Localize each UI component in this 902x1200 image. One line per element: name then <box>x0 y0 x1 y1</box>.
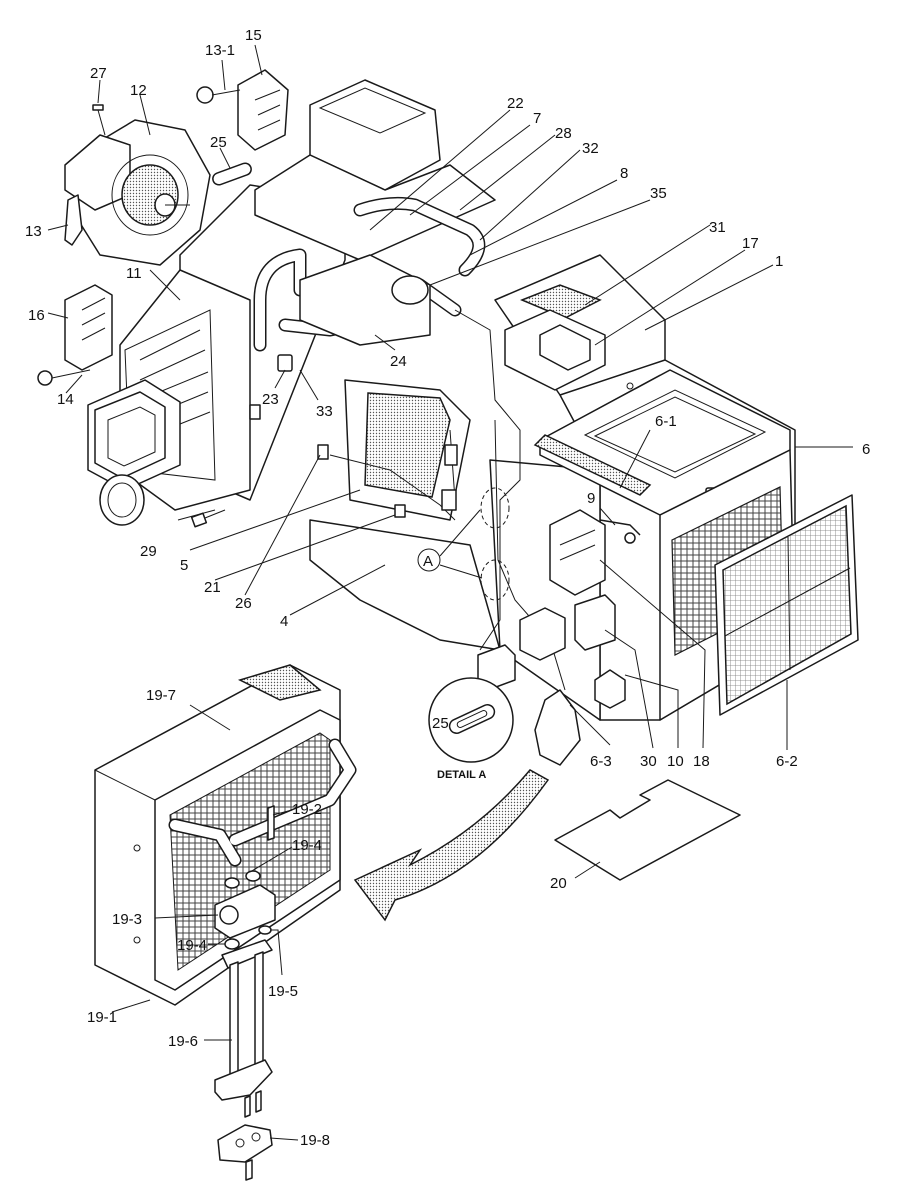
cabin-filter-6-2 <box>714 494 859 716</box>
label-35: 35 <box>650 185 667 202</box>
clip-26 <box>317 444 329 460</box>
part-labels: 27 12 13-1 15 25 13 11 16 14 22 7 28 32 … <box>25 27 870 1149</box>
label-9: 9 <box>587 490 595 507</box>
label-15: 15 <box>245 27 262 44</box>
label-13-1: 13-1 <box>205 42 235 59</box>
label-12: 12 <box>130 82 147 99</box>
actuator-15 <box>237 69 289 151</box>
bracket-13 <box>64 194 83 246</box>
label-8: 8 <box>620 165 628 182</box>
label-13: 13 <box>25 223 42 240</box>
label-19-4-bottom: 19-4 <box>177 937 207 954</box>
label-32: 32 <box>582 140 599 157</box>
label-19-8: 19-8 <box>300 1132 330 1149</box>
leader-lines <box>47 44 853 1141</box>
pipe-19-6 <box>214 939 273 1118</box>
expansion-valve-19-3 <box>214 884 276 939</box>
round-outlet <box>99 474 145 526</box>
connector-harness-b <box>441 489 457 511</box>
connector-23 <box>277 354 293 372</box>
label-19-1: 19-1 <box>87 1009 117 1026</box>
flow-arrow <box>353 769 550 922</box>
connector-10 <box>594 669 626 709</box>
label-1: 1 <box>775 253 783 270</box>
label-19-2: 19-2 <box>292 801 322 818</box>
label-23: 23 <box>262 391 279 408</box>
label-22: 22 <box>507 95 524 112</box>
valve-box-24 <box>299 254 431 346</box>
label-19-6: 19-6 <box>168 1033 198 1050</box>
label-17: 17 <box>742 235 759 252</box>
label-25: 25 <box>210 134 227 151</box>
plug-19-8 <box>217 1124 273 1181</box>
label-10: 10 <box>667 753 684 770</box>
sensor-19-2 <box>267 805 275 841</box>
label-24: 24 <box>390 353 407 370</box>
actuator-16 <box>64 284 113 371</box>
linkage-14 <box>37 369 91 386</box>
connector-30 <box>574 594 616 651</box>
air-inlet-duct <box>87 379 181 491</box>
label-14: 14 <box>57 391 74 408</box>
actuator-9 <box>549 509 641 596</box>
o-rings <box>224 870 272 950</box>
label-19-5: 19-5 <box>268 983 298 1000</box>
linkage-13-1 <box>196 86 241 104</box>
harness-plug <box>534 689 581 766</box>
label-27: 27 <box>90 65 107 82</box>
seal-strip-6-1 <box>533 434 652 496</box>
label-28: 28 <box>555 125 572 142</box>
label-7: 7 <box>533 110 541 127</box>
detail-a <box>428 677 514 763</box>
label-4: 4 <box>280 613 288 630</box>
heater-core-5 <box>344 379 471 521</box>
clip-21 <box>394 504 406 518</box>
label-11: 11 <box>126 265 142 282</box>
lower-case-4 <box>309 519 501 651</box>
screw-29 <box>190 509 226 528</box>
label-6-3: 6-3 <box>590 753 612 770</box>
label-6-1: 6-1 <box>655 413 677 430</box>
label-31: 31 <box>709 219 726 236</box>
label-29: 29 <box>140 543 157 560</box>
label-18: 18 <box>693 753 710 770</box>
control-module-17 <box>504 309 606 391</box>
label-6-2: 6-2 <box>776 753 798 770</box>
detail-a-title: DETAIL A <box>437 769 486 781</box>
blower-motor-12 <box>64 119 211 266</box>
valve-35 <box>391 275 429 305</box>
label-30: 30 <box>640 753 657 770</box>
callout-circles <box>417 487 510 601</box>
label-25-detail: 25 <box>432 715 449 732</box>
label-26: 26 <box>235 595 252 612</box>
gasket-20 <box>554 779 741 881</box>
label-19-7: 19-7 <box>146 687 176 704</box>
label-33: 33 <box>316 403 333 420</box>
gasket-25 <box>212 162 252 186</box>
connector-harness-a <box>444 444 458 466</box>
label-6: 6 <box>862 441 870 458</box>
clip-33 <box>249 404 261 420</box>
screw-27 <box>92 104 106 136</box>
callout-a: A <box>423 553 433 570</box>
label-20: 20 <box>550 875 567 892</box>
label-19-3: 19-3 <box>112 911 142 928</box>
label-16: 16 <box>28 307 45 324</box>
connector-6-3 <box>519 607 566 661</box>
evaporator-tubes <box>168 738 357 867</box>
label-19-4-top: 19-4 <box>292 837 322 854</box>
label-5: 5 <box>180 557 188 574</box>
label-21: 21 <box>204 579 221 596</box>
